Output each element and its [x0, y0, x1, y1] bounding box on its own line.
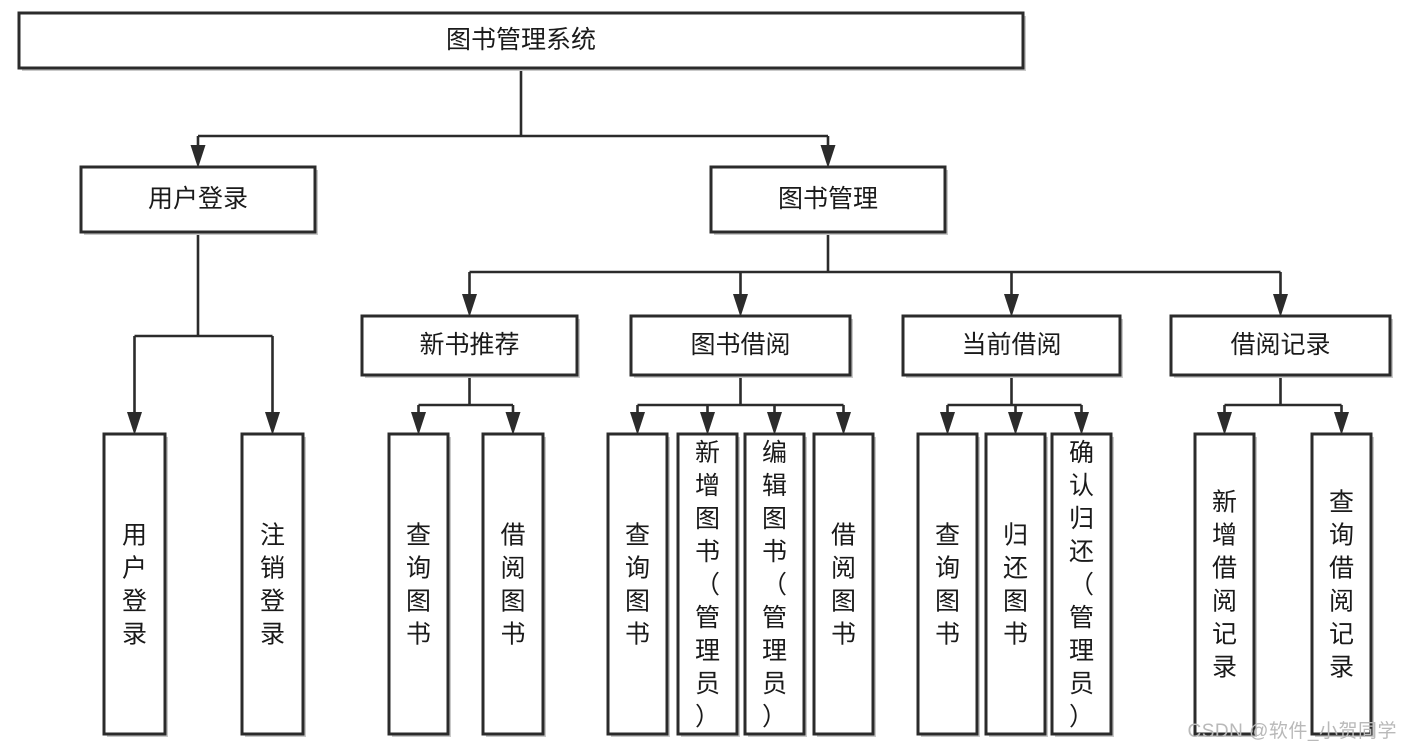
node-label: 图书管理 [778, 185, 878, 213]
node-l-borrow-book-1[interactable]: 借阅图书 [481, 432, 546, 737]
node-label: 新增借阅记录 [1212, 489, 1237, 682]
node-box[interactable] [709, 165, 947, 234]
node-l-borrow-book-2[interactable]: 借阅图书 [812, 432, 876, 737]
arrow-head-icon [1074, 412, 1089, 435]
node-box[interactable] [102, 432, 167, 736]
node-label: 新增图书（管理员） [695, 439, 720, 731]
node-l-query-record[interactable]: 查询借阅记录 [1310, 432, 1374, 737]
node-box[interactable] [606, 432, 669, 736]
node-box[interactable] [1310, 432, 1373, 736]
arrow-head-icon [127, 412, 142, 435]
edges-layer [127, 68, 1349, 435]
node-l-logout[interactable]: 注销登录 [240, 432, 306, 737]
arrow-head-icon [836, 412, 851, 435]
node-label: 图书借阅 [690, 331, 790, 359]
arrow-head-icon [462, 294, 477, 317]
arrow-head-icon [1217, 412, 1232, 435]
node-box[interactable] [240, 432, 305, 736]
node-label: 归还图书 [1003, 522, 1028, 649]
node-l-add-book[interactable]: 新增图书（管理员） [676, 432, 740, 737]
arrow-head-icon [265, 412, 280, 435]
node-label: 查询借阅记录 [1329, 489, 1354, 682]
node-label: 用户登录 [122, 522, 147, 649]
arrow-head-icon [1008, 412, 1023, 435]
node-l-query-book-2[interactable]: 查询图书 [606, 432, 670, 737]
node-label: 用户登录 [148, 185, 248, 213]
node-n-borrow-record[interactable]: 借阅记录 [1169, 314, 1393, 378]
node-n-user-login[interactable]: 用户登录 [79, 165, 318, 235]
node-l-edit-book[interactable]: 编辑图书（管理员） [743, 432, 807, 737]
nodes-layer: 图书管理系统用户登录图书管理新书推荐图书借阅当前借阅借阅记录用户登录注销登录查询… [17, 11, 1393, 737]
node-box[interactable] [916, 432, 979, 736]
node-label: 确认归还（管理员） [1069, 439, 1094, 731]
node-box[interactable] [1050, 432, 1113, 736]
node-label: 查询图书 [406, 522, 431, 649]
node-box[interactable] [676, 432, 739, 736]
arrow-head-icon [630, 412, 645, 435]
node-label: 新书推荐 [419, 331, 519, 359]
node-box[interactable] [812, 432, 875, 736]
node-box[interactable] [17, 11, 1025, 70]
node-label: 图书管理系统 [446, 26, 596, 54]
watermark-text: CSDN @软件_小贺同学 [1187, 721, 1397, 742]
node-label: 借阅图书 [831, 522, 856, 649]
node-box[interactable] [743, 432, 806, 736]
node-l-user-login[interactable]: 用户登录 [102, 432, 168, 737]
arrow-head-icon [733, 294, 748, 317]
node-box[interactable] [629, 314, 852, 377]
node-label: 借阅记录 [1230, 331, 1330, 359]
node-n-current-borrow[interactable]: 当前借阅 [901, 314, 1123, 378]
node-box[interactable] [79, 165, 317, 234]
node-n-book-borrow[interactable]: 图书借阅 [629, 314, 853, 378]
arrow-head-icon [1273, 294, 1288, 317]
node-root[interactable]: 图书管理系统 [17, 11, 1026, 71]
node-l-add-record[interactable]: 新增借阅记录 [1193, 432, 1257, 737]
arrow-head-icon [940, 412, 955, 435]
node-box[interactable] [360, 314, 579, 377]
node-l-query-book-3[interactable]: 查询图书 [916, 432, 980, 737]
arrow-head-icon [1334, 412, 1349, 435]
node-label: 借阅图书 [500, 522, 525, 649]
node-n-new-book-rec[interactable]: 新书推荐 [360, 314, 580, 378]
node-label: 查询图书 [935, 522, 960, 649]
node-box[interactable] [481, 432, 545, 736]
arrow-head-icon [190, 145, 206, 168]
arrow-head-icon [505, 412, 521, 435]
node-label: 查询图书 [625, 522, 650, 649]
node-label: 当前借阅 [961, 331, 1061, 359]
arrow-head-icon [411, 412, 426, 435]
arrow-head-icon [820, 145, 836, 168]
node-label: 编辑图书（管理员） [762, 439, 787, 731]
node-l-query-book-1[interactable]: 查询图书 [387, 432, 451, 737]
arrow-head-icon [700, 412, 715, 435]
node-l-return-book[interactable]: 归还图书 [984, 432, 1048, 737]
node-l-confirm-return[interactable]: 确认归还（管理员） [1050, 432, 1114, 737]
arrow-head-icon [1004, 294, 1019, 317]
node-box[interactable] [387, 432, 450, 736]
node-label: 注销登录 [260, 522, 285, 649]
node-box[interactable] [901, 314, 1122, 377]
node-box[interactable] [1169, 314, 1392, 377]
node-n-book-mgmt[interactable]: 图书管理 [709, 165, 948, 235]
arrow-head-icon [767, 412, 782, 435]
node-box[interactable] [1193, 432, 1256, 736]
node-box[interactable] [984, 432, 1047, 736]
